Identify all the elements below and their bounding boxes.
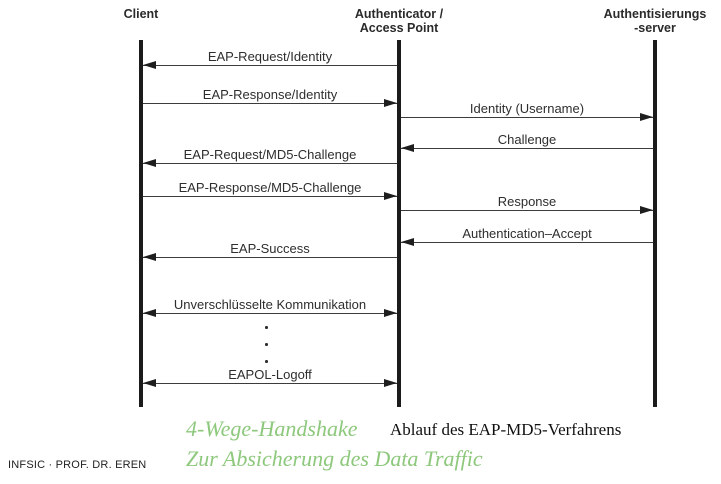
lifeline-client [139, 40, 143, 407]
arrowhead-right [640, 206, 653, 214]
message-authentication-accept: Authentication–Accept [401, 227, 653, 246]
ellipsis-dot-3 [265, 360, 268, 363]
arrowhead-left [143, 379, 156, 387]
message-label: Authentication–Accept [462, 226, 592, 241]
diagram-caption: Ablauf des EAP-MD5-Verfahrens [390, 420, 622, 439]
message-label: EAP-Response/Identity [202, 87, 338, 102]
message-challenge: Challenge [401, 133, 653, 152]
message-eap-request-md5-challenge: EAP-Request/MD5-Challenge [143, 148, 397, 167]
message-eap-request-identity: EAP-Request/Identity [143, 50, 397, 69]
message-label: Unverschlüsselte Kommunikation [173, 297, 367, 312]
message-label: Challenge [497, 132, 557, 147]
handshake-annotation-line2: Zur Absicherung des Data Traffic [186, 446, 483, 471]
lifeline-authenticator [397, 40, 401, 407]
footer-credit: INFSIC · PROF. DR. EREN [8, 459, 147, 471]
handshake-annotation-line1: 4-Wege-Handshake [186, 416, 358, 441]
message-label: EAP-Request/MD5-Challenge [183, 147, 357, 162]
arrowhead-left [143, 309, 156, 317]
message-label: Identity (Username) [469, 101, 585, 116]
message-label: EAPOL-Logoff [228, 367, 312, 382]
message-label: Response [497, 194, 557, 209]
actor-label-client: Client [123, 7, 159, 21]
ellipsis-dot-1 [265, 326, 268, 329]
message-eap-response-md5-challenge: EAP-Response/MD5-Challenge [143, 181, 397, 200]
message-label: EAP-Success [230, 241, 310, 256]
arrowhead-left [401, 144, 414, 152]
arrowhead-right [384, 379, 397, 387]
handshake-annotation: 4-Wege-Handshake Zur Absicherung des Dat… [186, 414, 483, 474]
message-eap-response-identity: EAP-Response/Identity [143, 88, 397, 107]
message-label: EAP-Response/MD5-Challenge [178, 180, 362, 195]
arrowhead-right [384, 99, 397, 107]
message-unverschl-sselte-kommunikation: Unverschlüsselte Kommunikation [143, 298, 397, 317]
arrowhead-left [143, 253, 156, 261]
message-response: Response [401, 195, 653, 214]
arrowhead-left [143, 159, 156, 167]
lifeline-auth-server [653, 40, 657, 407]
message-eapol-logoff: EAPOL-Logoff [143, 368, 397, 387]
arrowhead-right [640, 113, 653, 121]
message-label: EAP-Request/Identity [207, 49, 333, 64]
ellipsis-dot-2 [265, 343, 268, 346]
arrowhead-right [384, 309, 397, 317]
message-identity-username: Identity (Username) [401, 102, 653, 121]
arrowhead-left [143, 61, 156, 69]
arrowhead-left [401, 238, 414, 246]
actor-label-auth-server: Authentisierungs-server [603, 7, 707, 35]
actor-label-authenticator: Authenticator /Access Point [354, 7, 444, 35]
arrowhead-right [384, 192, 397, 200]
message-eap-success: EAP-Success [143, 242, 397, 261]
